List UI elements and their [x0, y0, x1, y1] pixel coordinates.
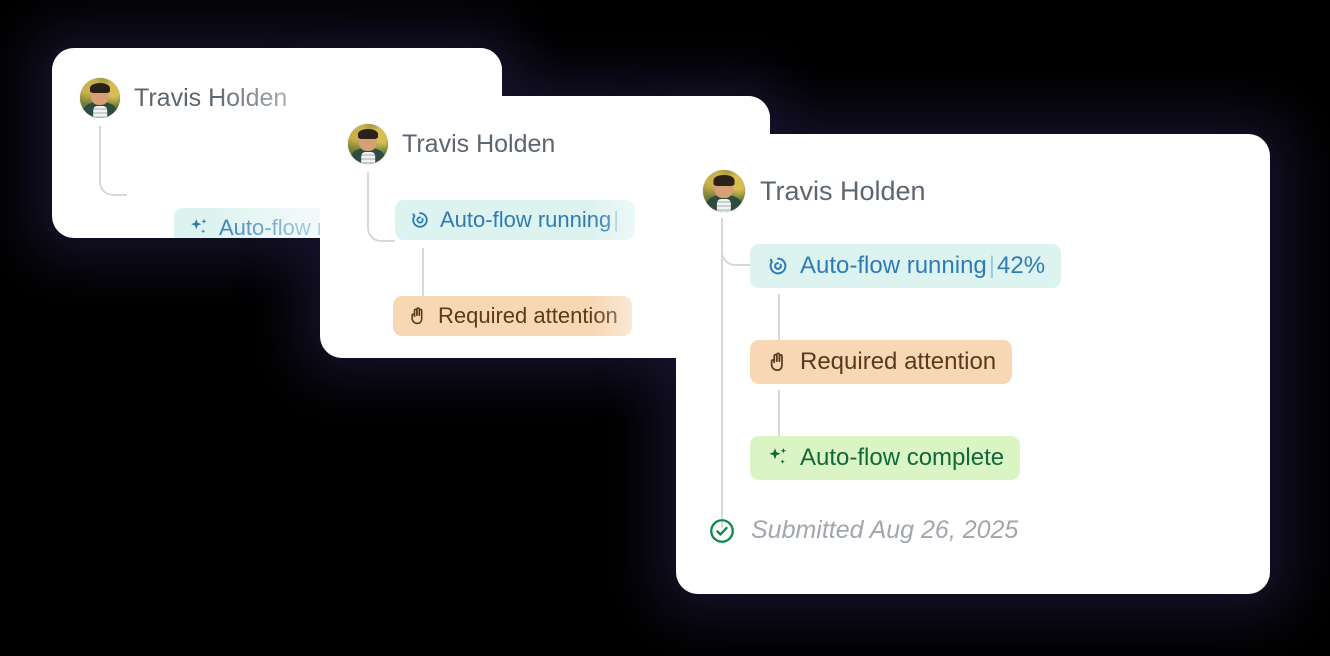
- spinner-icon: [766, 254, 790, 278]
- raised-hand-icon: [766, 350, 790, 374]
- badge-auto-flow-running[interactable]: Auto-flow running | 42%: [750, 244, 1062, 288]
- connector-elbow: [721, 234, 751, 266]
- user-name: Travis Holden: [760, 175, 926, 206]
- avatar: [80, 78, 120, 118]
- connector-link: [422, 248, 424, 298]
- avatar: [703, 170, 745, 212]
- badge-label: Auto-flow complete: [800, 444, 1005, 471]
- raised-hand-icon: [407, 305, 429, 327]
- badge-label: Required attention: [800, 348, 997, 375]
- badge-auto-flow-complete[interactable]: Auto-flow complete: [750, 436, 1021, 480]
- spinner-icon: [409, 209, 431, 231]
- card-front-header: Travis Holden: [703, 170, 926, 212]
- connector-elbow: [367, 212, 395, 242]
- connector-link: [778, 294, 780, 347]
- check-circle-icon: [708, 517, 736, 545]
- user-name: Travis Holden: [134, 83, 288, 112]
- connector-elbow: [99, 166, 127, 196]
- card-back-header: Travis Holden: [80, 78, 287, 118]
- user-name: Travis Holden: [402, 129, 556, 158]
- sparkles-icon: [766, 446, 790, 470]
- badge-auto-flow-running[interactable]: Auto-flow running |: [395, 200, 635, 240]
- submitted-status-row: Submitted Aug 26, 2025: [708, 516, 1018, 545]
- badge-value: 42%: [997, 252, 1046, 279]
- connector-trunk: [367, 172, 369, 226]
- status-card-front[interactable]: Travis Holden Auto-flow running | 42%: [676, 134, 1270, 594]
- avatar: [348, 124, 388, 164]
- badge-required-attention[interactable]: Required attention: [393, 296, 632, 336]
- badge-separator: |: [988, 252, 996, 279]
- card-middle-header: Travis Holden: [348, 124, 555, 164]
- submitted-label: Submitted Aug 26, 2025: [751, 516, 1019, 544]
- connector-link: [778, 390, 780, 443]
- connector-trunk: [721, 218, 723, 528]
- badge-label: Required attention: [438, 303, 618, 328]
- badge-separator: |: [613, 207, 619, 232]
- badge-label: Auto-flow running: [440, 207, 612, 232]
- badge-required-attention[interactable]: Required attention: [750, 340, 1013, 384]
- sparkles-icon: [188, 217, 210, 238]
- badge-label: Auto-flow running: [800, 252, 987, 279]
- connector-trunk: [99, 126, 101, 178]
